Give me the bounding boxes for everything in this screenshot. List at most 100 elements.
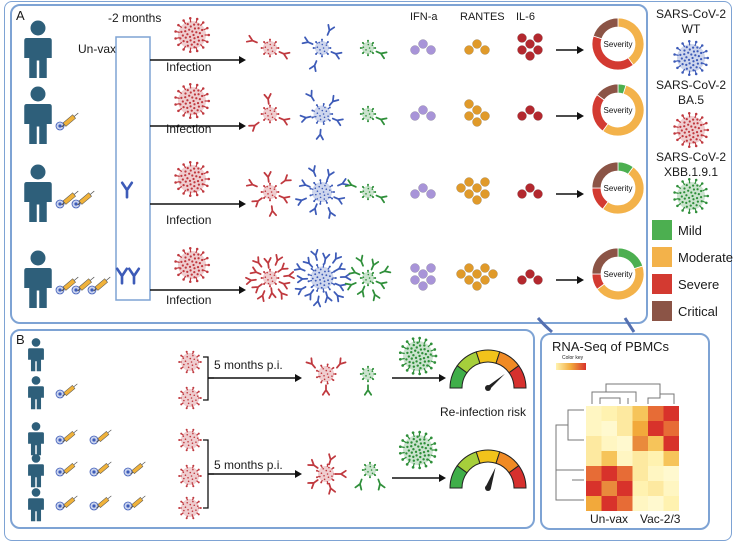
virus-dot	[371, 110, 374, 113]
cytokine-dot	[426, 45, 436, 55]
neutralized-virus-2	[359, 105, 377, 123]
virus-dot	[416, 458, 419, 461]
spike-tip	[269, 121, 271, 124]
antibody-shape	[280, 174, 292, 185]
group-unvax-label: Un-vax	[590, 512, 629, 526]
spike-tip	[320, 364, 323, 367]
virus-dot	[193, 27, 197, 30]
virus-dot	[193, 358, 196, 361]
bound-antibody	[310, 249, 319, 261]
antibody-shape	[344, 179, 357, 188]
virus-dot	[192, 167, 196, 170]
cytokine-dot	[517, 189, 527, 199]
virus-dot	[182, 106, 185, 109]
bound-antibody	[337, 178, 349, 187]
bound-antibody	[356, 285, 366, 298]
virus-dot	[416, 435, 419, 438]
virus-dot	[365, 279, 367, 281]
spike-tip	[197, 390, 200, 393]
virus-dot	[197, 23, 200, 26]
syringe-barrel	[63, 497, 76, 508]
spike-tip	[359, 191, 362, 193]
virus-dot	[316, 190, 319, 193]
syringe-needle	[107, 429, 112, 434]
virus-dot	[187, 480, 190, 483]
virus-dot	[700, 134, 703, 137]
bound-antibody	[324, 291, 333, 304]
neutralized-virus-0	[260, 38, 280, 58]
spike-tip	[367, 198, 369, 201]
virus-dot	[407, 449, 411, 452]
virus-dot	[323, 280, 326, 283]
virus-dot	[201, 105, 204, 108]
virus-body	[263, 271, 277, 285]
spike-tip	[195, 115, 199, 119]
severity-slice-critical	[591, 247, 619, 275]
virus-dot	[679, 125, 682, 129]
cytokine-dot	[480, 45, 490, 55]
person-head	[30, 250, 46, 266]
vaccine-core	[58, 504, 62, 508]
bound-antibody	[278, 195, 291, 204]
spike-tip	[315, 469, 318, 472]
virus-dot	[685, 67, 688, 70]
spike-tip	[174, 96, 177, 99]
virus-dot	[191, 400, 194, 403]
virus-dot	[412, 361, 415, 365]
antibody-shape	[313, 295, 322, 308]
spike-tip	[694, 210, 698, 214]
virus-dot	[325, 188, 328, 191]
antibody-shape	[370, 258, 380, 271]
bound-antibody	[375, 50, 388, 60]
virus-dot	[188, 258, 191, 261]
virus-dot	[421, 446, 424, 449]
virus-dot	[690, 53, 693, 56]
panel-b	[10, 329, 535, 529]
spike-tip	[174, 260, 177, 263]
virus-dot	[193, 112, 196, 115]
antibody-shape	[278, 117, 291, 126]
virus-dot	[186, 106, 189, 110]
spike-tip	[174, 30, 177, 33]
virus-dot	[266, 107, 268, 110]
spike-tip	[673, 191, 676, 194]
panel-a-letter: A	[16, 8, 25, 23]
bound-antibody	[308, 60, 318, 73]
bound-antibody	[331, 117, 344, 127]
virus-dot	[201, 183, 204, 186]
syringe-row-4	[77, 276, 95, 292]
virus-dot	[683, 49, 686, 52]
virus-dot	[193, 37, 196, 40]
spike-tip	[197, 481, 200, 484]
virus-dot	[692, 63, 695, 67]
neutralized-virus-2	[359, 39, 377, 57]
virus-dot	[186, 270, 189, 274]
bound-antibody	[278, 51, 291, 60]
virus-dot	[368, 373, 371, 375]
syringe-plunger	[130, 471, 134, 475]
virus-dot	[692, 198, 695, 201]
virus-dot	[371, 370, 374, 373]
virus-dot	[267, 115, 269, 117]
virus-dot	[319, 375, 321, 378]
connector-arrow-2	[623, 317, 636, 333]
spike-tip	[694, 40, 698, 44]
bound-antibody	[344, 179, 357, 188]
syringe-row-4	[93, 276, 111, 292]
rantes-dots-row-4	[456, 263, 498, 291]
spike-tip	[374, 373, 377, 375]
virus-dot	[683, 191, 686, 194]
person-body	[28, 464, 44, 488]
syringe-plunger	[62, 393, 66, 397]
il6-dots-row-3	[517, 183, 543, 199]
virus-dot	[187, 402, 190, 405]
spike-tip	[315, 52, 318, 55]
spike-tip	[192, 449, 195, 452]
spike-tip	[192, 517, 195, 520]
virus-dot	[314, 279, 317, 282]
syringe-barrel	[78, 192, 92, 205]
virus-dot	[181, 100, 184, 103]
virus-dot	[314, 115, 317, 118]
spike-tip	[676, 118, 679, 122]
virus-dot	[371, 188, 374, 191]
